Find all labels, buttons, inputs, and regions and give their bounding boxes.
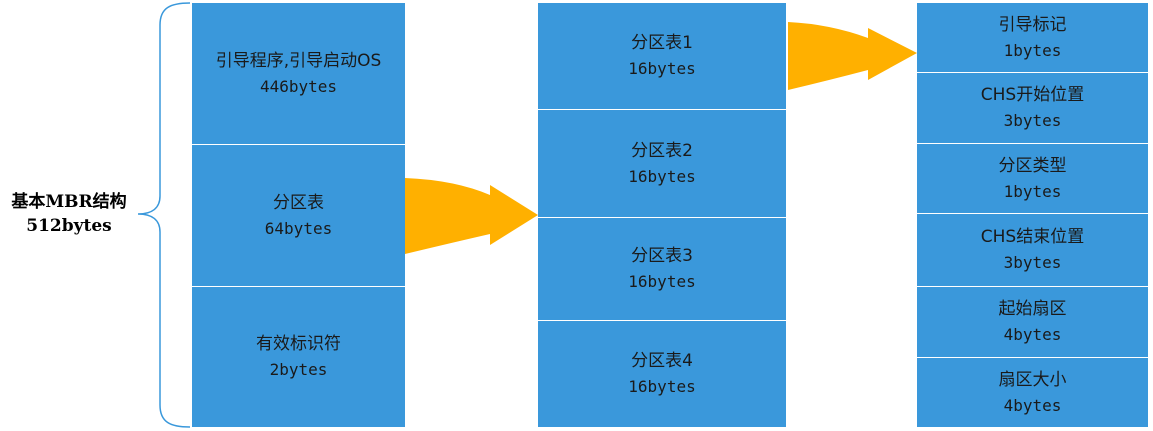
partition-table-3-block: 分区表3 16bytes [538, 218, 786, 320]
left-brace-icon [137, 2, 191, 428]
arrow-partition-table-to-fields-icon [788, 22, 917, 90]
field-chs-end-size: 3bytes [1003, 253, 1062, 272]
partition-table-4-label: 分区表4 [631, 351, 693, 371]
field-sector-count-size: 4bytes [1003, 395, 1062, 415]
partition-table-1-size: 16bytes [628, 59, 696, 78]
field-boot-flag-block: 引导标记 1bytes [917, 3, 1148, 72]
mbr-partition-table-size: 64bytes [264, 218, 333, 238]
mbr-boot-code-size: 446bytes [259, 76, 338, 96]
mbr-signature-size: 2bytes [269, 360, 328, 379]
partition-table-2-size: 16bytes [628, 166, 696, 186]
mbr-signature-label: 有效标识符 [256, 334, 341, 354]
mbr-structure-title: 基本MBR结构 [11, 192, 127, 212]
field-partition-type-size: 1bytes [1003, 181, 1062, 201]
partition-table-4-size: 16bytes [628, 377, 696, 396]
field-chs-end-label: CHS结束位置 [980, 227, 1085, 247]
field-chs-start-size: 3bytes [1003, 111, 1062, 130]
partition-table-2-block: 分区表2 16bytes [538, 110, 786, 217]
partition-table-3-size: 16bytes [628, 272, 696, 291]
field-boot-flag-label: 引导标记 [998, 14, 1067, 35]
mbr-structure-label: 基本MBR结构 512bytes [0, 190, 138, 238]
field-partition-type-label: 分区类型 [998, 155, 1067, 176]
field-chs-end-block: CHS结束位置 3bytes [917, 214, 1148, 286]
mbr-partition-table-block: 分区表 64bytes [192, 145, 405, 286]
field-start-sector-block: 起始扇区 4bytes [917, 287, 1148, 357]
partition-table-1-label: 分区表1 [631, 33, 693, 53]
field-partition-type-block: 分区类型 1bytes [917, 144, 1148, 213]
field-start-sector-label: 起始扇区 [998, 299, 1067, 319]
field-sector-count-label: 扇区大小 [998, 369, 1067, 390]
mbr-partition-table-label: 分区表 [273, 192, 324, 213]
partition-table-4-block: 分区表4 16bytes [538, 321, 786, 427]
field-start-sector-size: 4bytes [1003, 325, 1062, 344]
arrow-mbr-to-partition-tables-icon [405, 178, 538, 254]
field-chs-start-block: CHS开始位置 3bytes [917, 73, 1148, 143]
partition-table-2-label: 分区表2 [631, 140, 693, 161]
mbr-boot-code-block: 引导程序,引导启动OS 446bytes [192, 3, 405, 144]
partition-table-1-block: 分区表1 16bytes [538, 3, 786, 109]
field-boot-flag-size: 1bytes [1003, 40, 1062, 60]
field-chs-start-label: CHS开始位置 [980, 85, 1085, 105]
mbr-signature-block: 有效标识符 2bytes [192, 287, 405, 427]
mbr-boot-code-label: 引导程序,引导启动OS [215, 50, 382, 71]
field-sector-count-block: 扇区大小 4bytes [917, 358, 1148, 427]
mbr-structure-size: 512bytes [26, 216, 112, 236]
partition-table-3-label: 分区表3 [631, 246, 693, 266]
